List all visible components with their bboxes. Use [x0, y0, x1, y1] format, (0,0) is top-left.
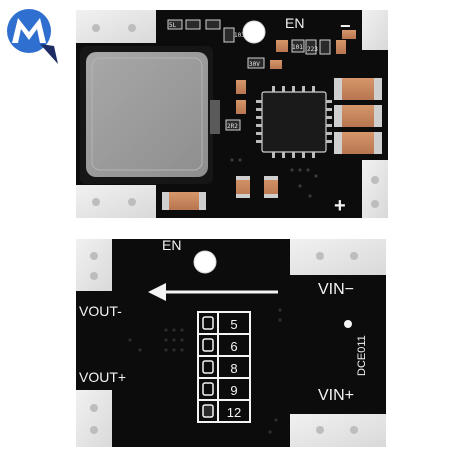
voltage-option-6: 6: [230, 339, 237, 354]
ic-pins: [256, 86, 332, 158]
jumper-pad-12: [202, 404, 214, 418]
top-capacitors-bottom: [162, 176, 278, 210]
top-smd-parts: [167, 19, 356, 131]
code-103: 103: [234, 32, 245, 39]
top-minus-label: −: [340, 16, 351, 36]
jumper-pad-9: [202, 382, 214, 396]
vin-minus-label: VIN−: [318, 281, 354, 298]
logo-letter: M: [29, 34, 30, 36]
code-30v: 30V: [249, 61, 260, 68]
bottom-pad-bottom-left: [76, 390, 112, 447]
bottom-mounting-hole: [193, 250, 217, 274]
voltage-option-8: 8: [230, 361, 237, 376]
code-223: 223: [307, 46, 318, 53]
logo-letter-shape: [12, 18, 46, 43]
top-mounting-hole: [242, 20, 266, 44]
bottom-pad-bottom-right: [290, 414, 386, 447]
voltage-selector: 5 6 8 9 12: [197, 311, 251, 423]
top-pad-bottom-left: [76, 185, 156, 218]
voltage-option-12: 12: [227, 405, 241, 420]
logo-tail: [40, 44, 58, 64]
bottom-pad-top-left: [76, 239, 112, 291]
direction-arrow: [148, 283, 278, 301]
bottom-pad-top-right: [290, 239, 386, 275]
voltage-option-9: 9: [230, 383, 237, 398]
top-board: 103 223 30V 101 2R2 5L EN − +: [76, 10, 388, 218]
vin-plus-label: VIN+: [318, 387, 354, 404]
vout-plus-label: VOUT+: [79, 369, 126, 385]
top-plus-label: +: [334, 195, 346, 217]
jumper-pad-8: [202, 360, 214, 374]
voltage-label-outline: [217, 311, 251, 423]
top-capacitors-right: [334, 78, 382, 154]
top-pad-top-left: [76, 10, 156, 43]
polarity-dot: [344, 320, 352, 328]
bottom-vias: [128, 308, 282, 434]
inductor-edge: [91, 57, 203, 171]
code-5l: 5L: [169, 22, 177, 29]
code-2r2: 2R2: [227, 123, 238, 130]
model-label: DCE011: [356, 335, 368, 376]
voltage-option-5: 5: [230, 317, 237, 332]
brand-logo: M: [7, 9, 58, 64]
jumper-pad-6: [202, 338, 214, 352]
code-101: 101: [292, 44, 303, 51]
inductor: [86, 52, 208, 177]
inductor-terminal: [210, 100, 220, 134]
top-component-codes: 103 223 30V 101 2R2 5L: [169, 22, 318, 130]
vout-minus-label: VOUT-: [79, 303, 122, 319]
bottom-board: EN VOUT- VOUT+ VIN− VIN+ DCE011 5 6 8 9 …: [76, 237, 386, 447]
top-vias: [230, 158, 318, 198]
top-pad-dots: [92, 24, 379, 208]
top-pad-bottom-right: [362, 160, 388, 218]
ic-chip: [261, 91, 327, 153]
jumper-pad-5: [202, 316, 214, 330]
top-en-label: EN: [285, 15, 304, 31]
bottom-en-label: EN: [162, 237, 181, 253]
top-pad-top-right: [362, 10, 388, 50]
bottom-pad-dots: [90, 252, 358, 434]
